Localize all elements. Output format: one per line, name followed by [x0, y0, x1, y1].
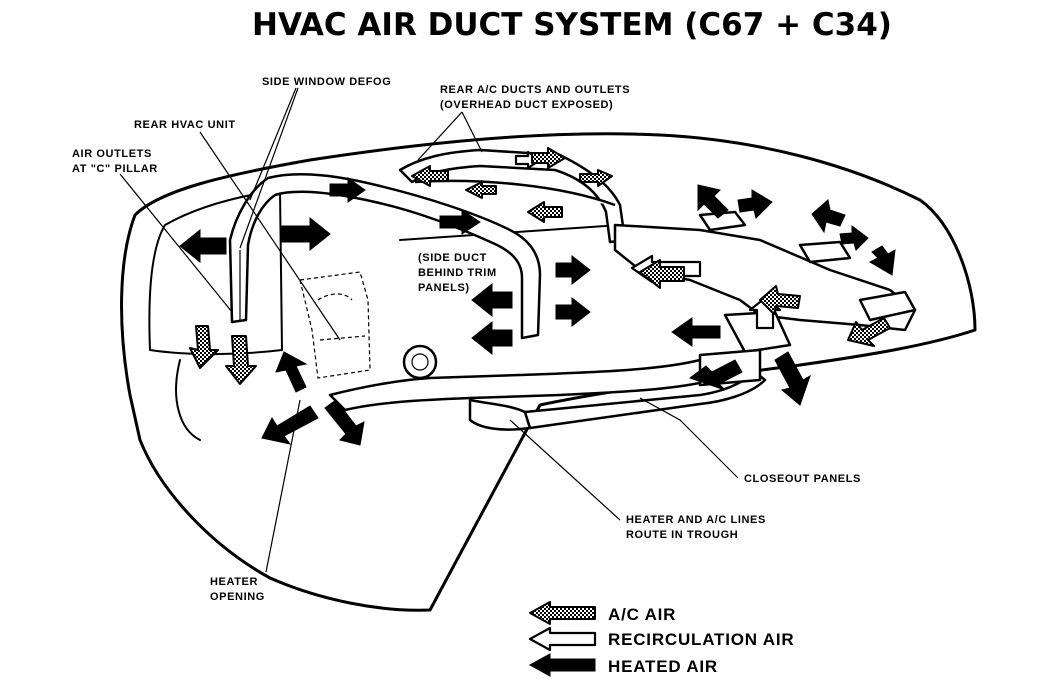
legend-ac-arrow-icon	[529, 601, 596, 625]
callout-labels: SIDE WINDOW DEFOG REAR A/C DUCTS AND OUT…	[72, 76, 861, 603]
heated-air-arrows	[179, 177, 896, 446]
diagram-title: HVAC AIR DUCT SYSTEM (C67 + C34)	[252, 7, 892, 43]
label-air-outlets: AIR OUTLETS	[72, 148, 152, 160]
label-side-window-defog: SIDE WINDOW DEFOG	[262, 76, 391, 88]
label-side-duct: (SIDE DUCT	[418, 252, 487, 264]
legend: A/C AIR RECIRCULATION AIR HEATED AIR	[528, 601, 794, 677]
label-closeout-panels: CLOSEOUT PANELS	[744, 473, 861, 485]
label-heater-opening: OPENING	[210, 591, 265, 603]
legend-heat-arrow-icon	[528, 653, 596, 677]
legend-recirc-arrow-icon	[528, 626, 597, 652]
label-overhead-duct-exposed: (OVERHEAD DUCT EXPOSED)	[440, 99, 613, 111]
label-rear-hvac-unit: REAR HVAC UNIT	[134, 119, 236, 131]
leader-lines	[119, 87, 739, 573]
legend-heat-label: HEATED AIR	[608, 657, 718, 676]
legend-item-ac: A/C AIR	[529, 601, 676, 625]
ac-air-arrows	[189, 147, 891, 385]
label-behind-trim: BEHIND TRIM	[418, 267, 497, 279]
legend-recirc-label: RECIRCULATION AIR	[608, 630, 794, 649]
label-heater-lines: HEATER AND A/C LINES	[626, 514, 766, 526]
label-heater: HEATER	[210, 576, 258, 588]
label-c-pillar: AT "C" PILLAR	[72, 163, 158, 175]
legend-item-heat: HEATED AIR	[528, 653, 718, 677]
legend-item-recirc: RECIRCULATION AIR	[528, 626, 794, 652]
label-route-in-trough: ROUTE IN TROUGH	[626, 529, 738, 541]
rear-hvac-unit	[299, 271, 371, 379]
label-panels: PANELS)	[418, 282, 470, 294]
legend-ac-label: A/C AIR	[608, 605, 676, 624]
label-rear-ac-ducts: REAR A/C DUCTS AND OUTLETS	[440, 84, 630, 96]
